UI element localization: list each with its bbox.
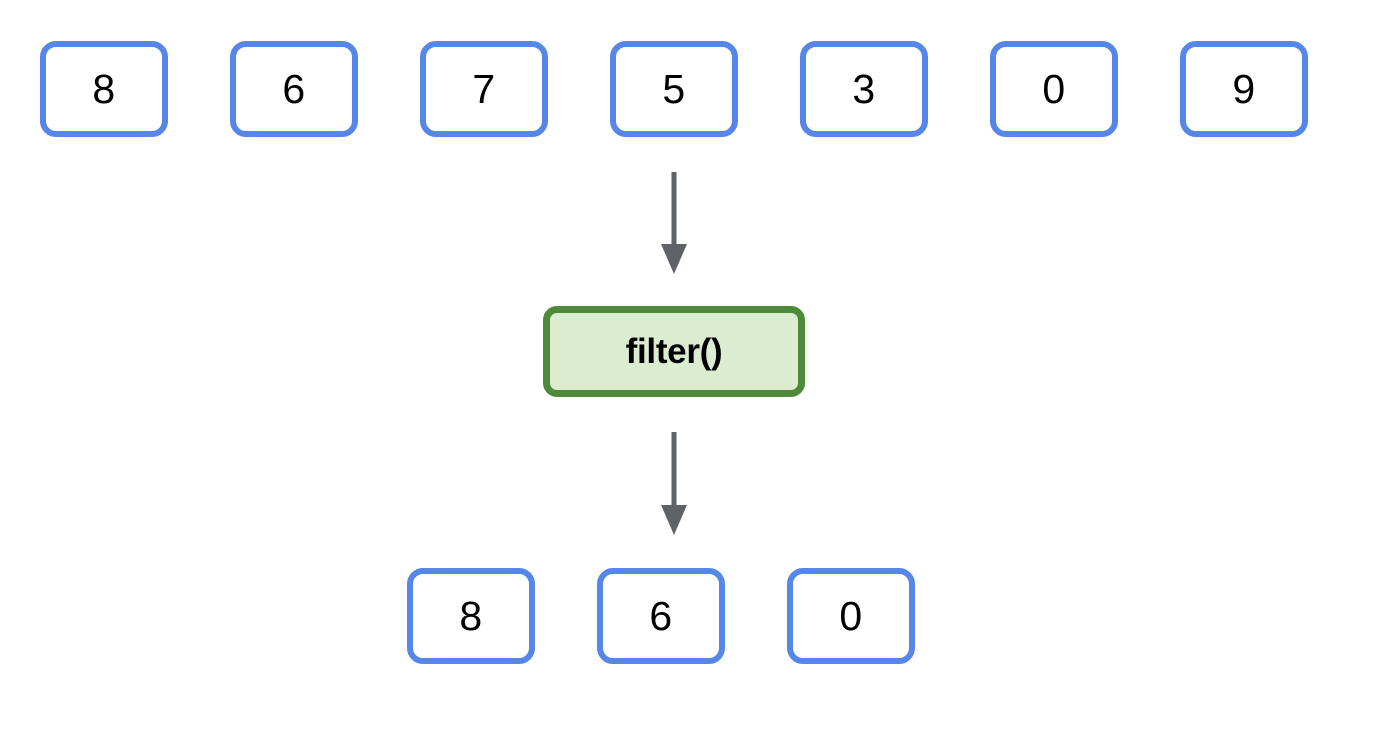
input-cell-6: 9 — [1180, 41, 1308, 137]
input-cell-value: 0 — [1042, 65, 1066, 112]
input-cell-3: 5 — [610, 41, 738, 137]
output-cell-1: 6 — [597, 568, 725, 664]
output-cell-value: 8 — [459, 592, 483, 639]
input-cell-value: 7 — [472, 65, 496, 112]
filter-operation-label: filter() — [625, 332, 723, 371]
output-cell-value: 0 — [839, 592, 863, 639]
output-cell-value: 6 — [649, 592, 673, 639]
input-cell-value: 6 — [282, 65, 306, 112]
input-cell-0: 8 — [40, 41, 168, 137]
input-cell-4: 3 — [800, 41, 928, 137]
input-cell-value: 8 — [92, 65, 116, 112]
input-cell-value: 5 — [662, 65, 686, 112]
input-cell-2: 7 — [420, 41, 548, 137]
input-cell-5: 0 — [990, 41, 1118, 137]
output-sequence-row: 8 6 0 — [407, 568, 915, 664]
output-cell-2: 0 — [787, 568, 915, 664]
input-sequence-row: 8 6 7 5 3 0 9 — [40, 41, 1308, 137]
input-cell-value: 9 — [1232, 65, 1256, 112]
filter-operation-node[interactable]: filter() — [543, 306, 805, 397]
input-cell-1: 6 — [230, 41, 358, 137]
output-cell-0: 8 — [407, 568, 535, 664]
input-cell-value: 3 — [852, 65, 876, 112]
